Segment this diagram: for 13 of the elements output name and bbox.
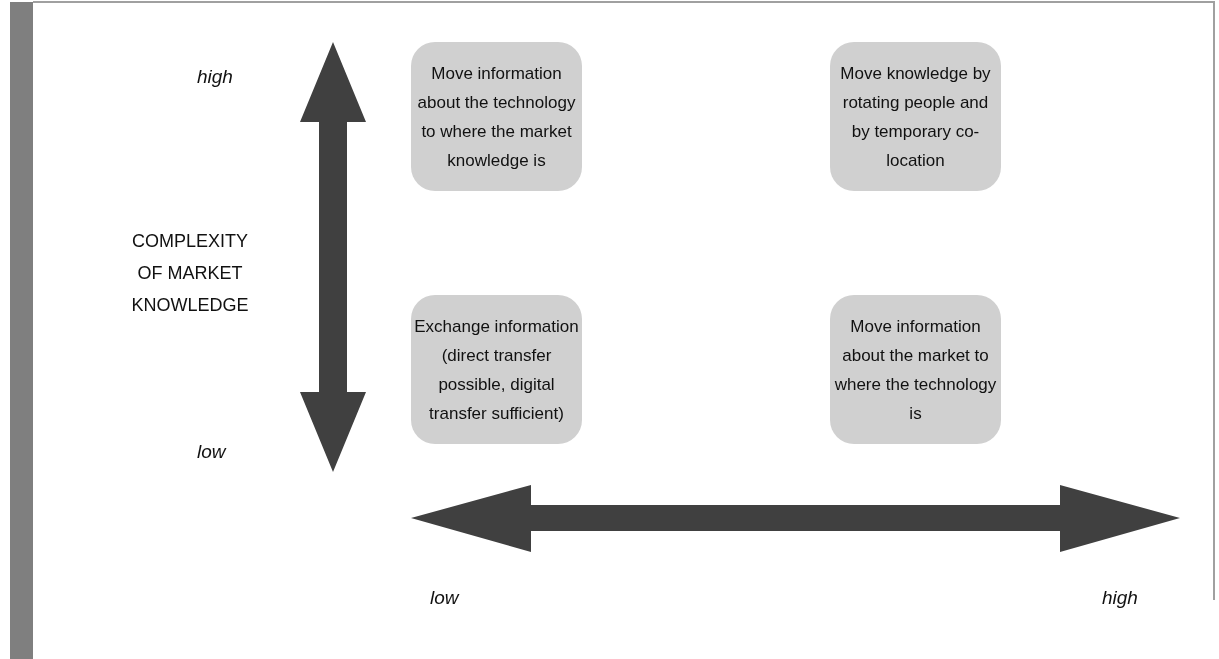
box-text: Move information about the technology to where the market knowledge is [416, 62, 577, 172]
quadrant-box [830, 295, 1001, 444]
axis-value-label: high [1102, 586, 1139, 610]
box-text: Move information about the market to where the technology is [833, 315, 998, 425]
axis-value-label: low [430, 586, 461, 610]
box-text: Move knowledge by rotating people and by temporary co-location [839, 62, 992, 172]
axis-title: COMPLEXITY OF MARKET KNOWLEDGE [130, 230, 250, 317]
axis-value-label: low [197, 440, 228, 464]
quadrant-box [830, 42, 1001, 191]
quadrant-box [411, 295, 582, 444]
quadrant-box [411, 42, 582, 191]
box-text: Exchange information (direct transfer possible, digital transfer sufficient) [413, 315, 580, 425]
axis-value-label: high [197, 65, 234, 89]
